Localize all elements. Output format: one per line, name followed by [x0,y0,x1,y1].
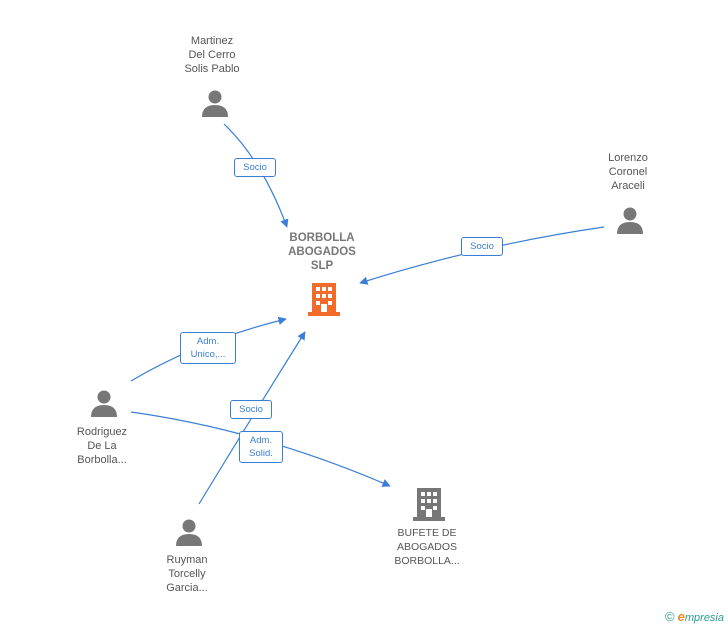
person-icon[interactable] [89,388,119,418]
edge-label-lorenzo-borbolla: Socio [461,237,503,256]
node-label-rodriguez[interactable]: Rodriguez De La Borbolla... [76,426,128,466]
copyright-symbol: © [665,609,675,624]
node-label-bufete[interactable]: BUFETE DE ABOGADOS BORBOLLA... [394,527,460,567]
edge-label-ruyman-borbolla: Socio [230,400,272,419]
person-icon[interactable] [615,205,645,235]
edge-label-rodriguez-bufete: Adm. Solid. [239,431,283,463]
building-icon-main[interactable] [307,281,341,317]
brand-logo: © empresia [665,609,724,624]
node-label-lorenzo[interactable]: Lorenzo Coronel Araceli [608,152,648,192]
person-icon[interactable] [174,517,204,547]
edge-label-rodriguez-borbolla: Adm. Unico,... [180,332,236,364]
edge-label-martinez-borbolla: Socio [234,158,276,177]
node-label-ruyman[interactable]: Ruyman Torcelly Garcia... [166,554,208,594]
building-icon[interactable] [412,486,446,522]
brand-name: empresia [677,609,724,624]
person-icon[interactable] [200,88,230,118]
node-label-martinez[interactable]: Martinez Del Cerro Solis Pablo [184,35,240,75]
node-label-borbolla[interactable]: BORBOLLA ABOGADOS SLP [288,232,356,272]
